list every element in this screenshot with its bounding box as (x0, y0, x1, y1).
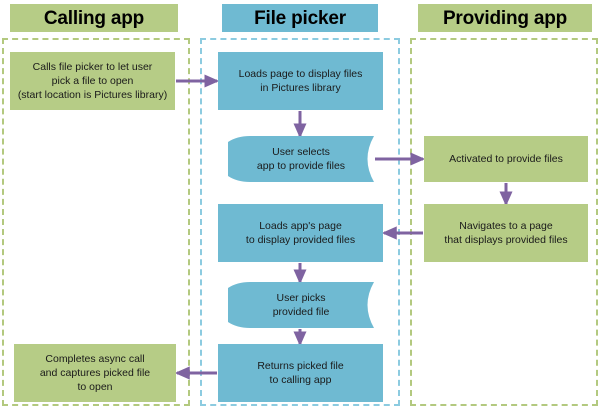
node-line: to calling app (269, 374, 332, 386)
node-line: pick a file to open (51, 74, 134, 87)
node-returns-picked-file: Returns picked file to calling app (218, 344, 383, 402)
node-line: User selects (272, 145, 330, 158)
node-user-picks-file: User picks provided file (228, 282, 374, 328)
node-text: User selects app to provide files (228, 136, 374, 182)
node-line: to display provided files (245, 234, 356, 246)
node-loads-page: Loads page to display files in Pictures … (218, 52, 383, 110)
lane-file-picker (200, 38, 400, 406)
node-line: Loads page to display files (238, 67, 363, 80)
node-line: app to provide files (256, 160, 346, 172)
lane-calling-app (2, 38, 190, 406)
node-activated-to-provide-files: Activated to provide files (424, 136, 588, 182)
node-calls-file-picker: Calls file picker to let user pick a fil… (10, 52, 175, 110)
node-text: User picks provided file (228, 282, 374, 328)
node-line: and captures picked file (39, 366, 151, 379)
column-header-file-picker: File picker (222, 4, 378, 32)
node-user-selects-app: User selects app to provide files (228, 136, 374, 182)
node-line: Calls file picker to let user (32, 60, 153, 73)
node-completes-async-call: Completes async call and captures picked… (14, 344, 176, 402)
node-line: in Pictures library (260, 82, 341, 94)
node-line: that displays provided files (444, 234, 568, 246)
curved-flag-shape (228, 136, 374, 182)
node-line: (start location is Pictures library) (17, 89, 168, 102)
node-line: User picks (276, 291, 326, 304)
node-navigates-to-page: Navigates to a page that displays provid… (424, 204, 588, 262)
column-header-providing-app: Providing app (418, 4, 592, 32)
node-line: to open (77, 381, 113, 394)
node-line: Returns picked file (257, 359, 344, 372)
node-line: provided file (272, 306, 330, 318)
lane-providing-app (410, 38, 598, 406)
node-line: Loads app's page (259, 219, 342, 232)
curved-flag-shape (228, 282, 374, 328)
node-loads-app-page: Loads app's page to display provided fil… (218, 204, 383, 262)
node-line: Navigates to a page (459, 219, 553, 232)
node-line: Completes async call (45, 352, 145, 365)
node-line: Activated to provide files (449, 152, 563, 165)
column-header-calling-app: Calling app (10, 4, 178, 32)
